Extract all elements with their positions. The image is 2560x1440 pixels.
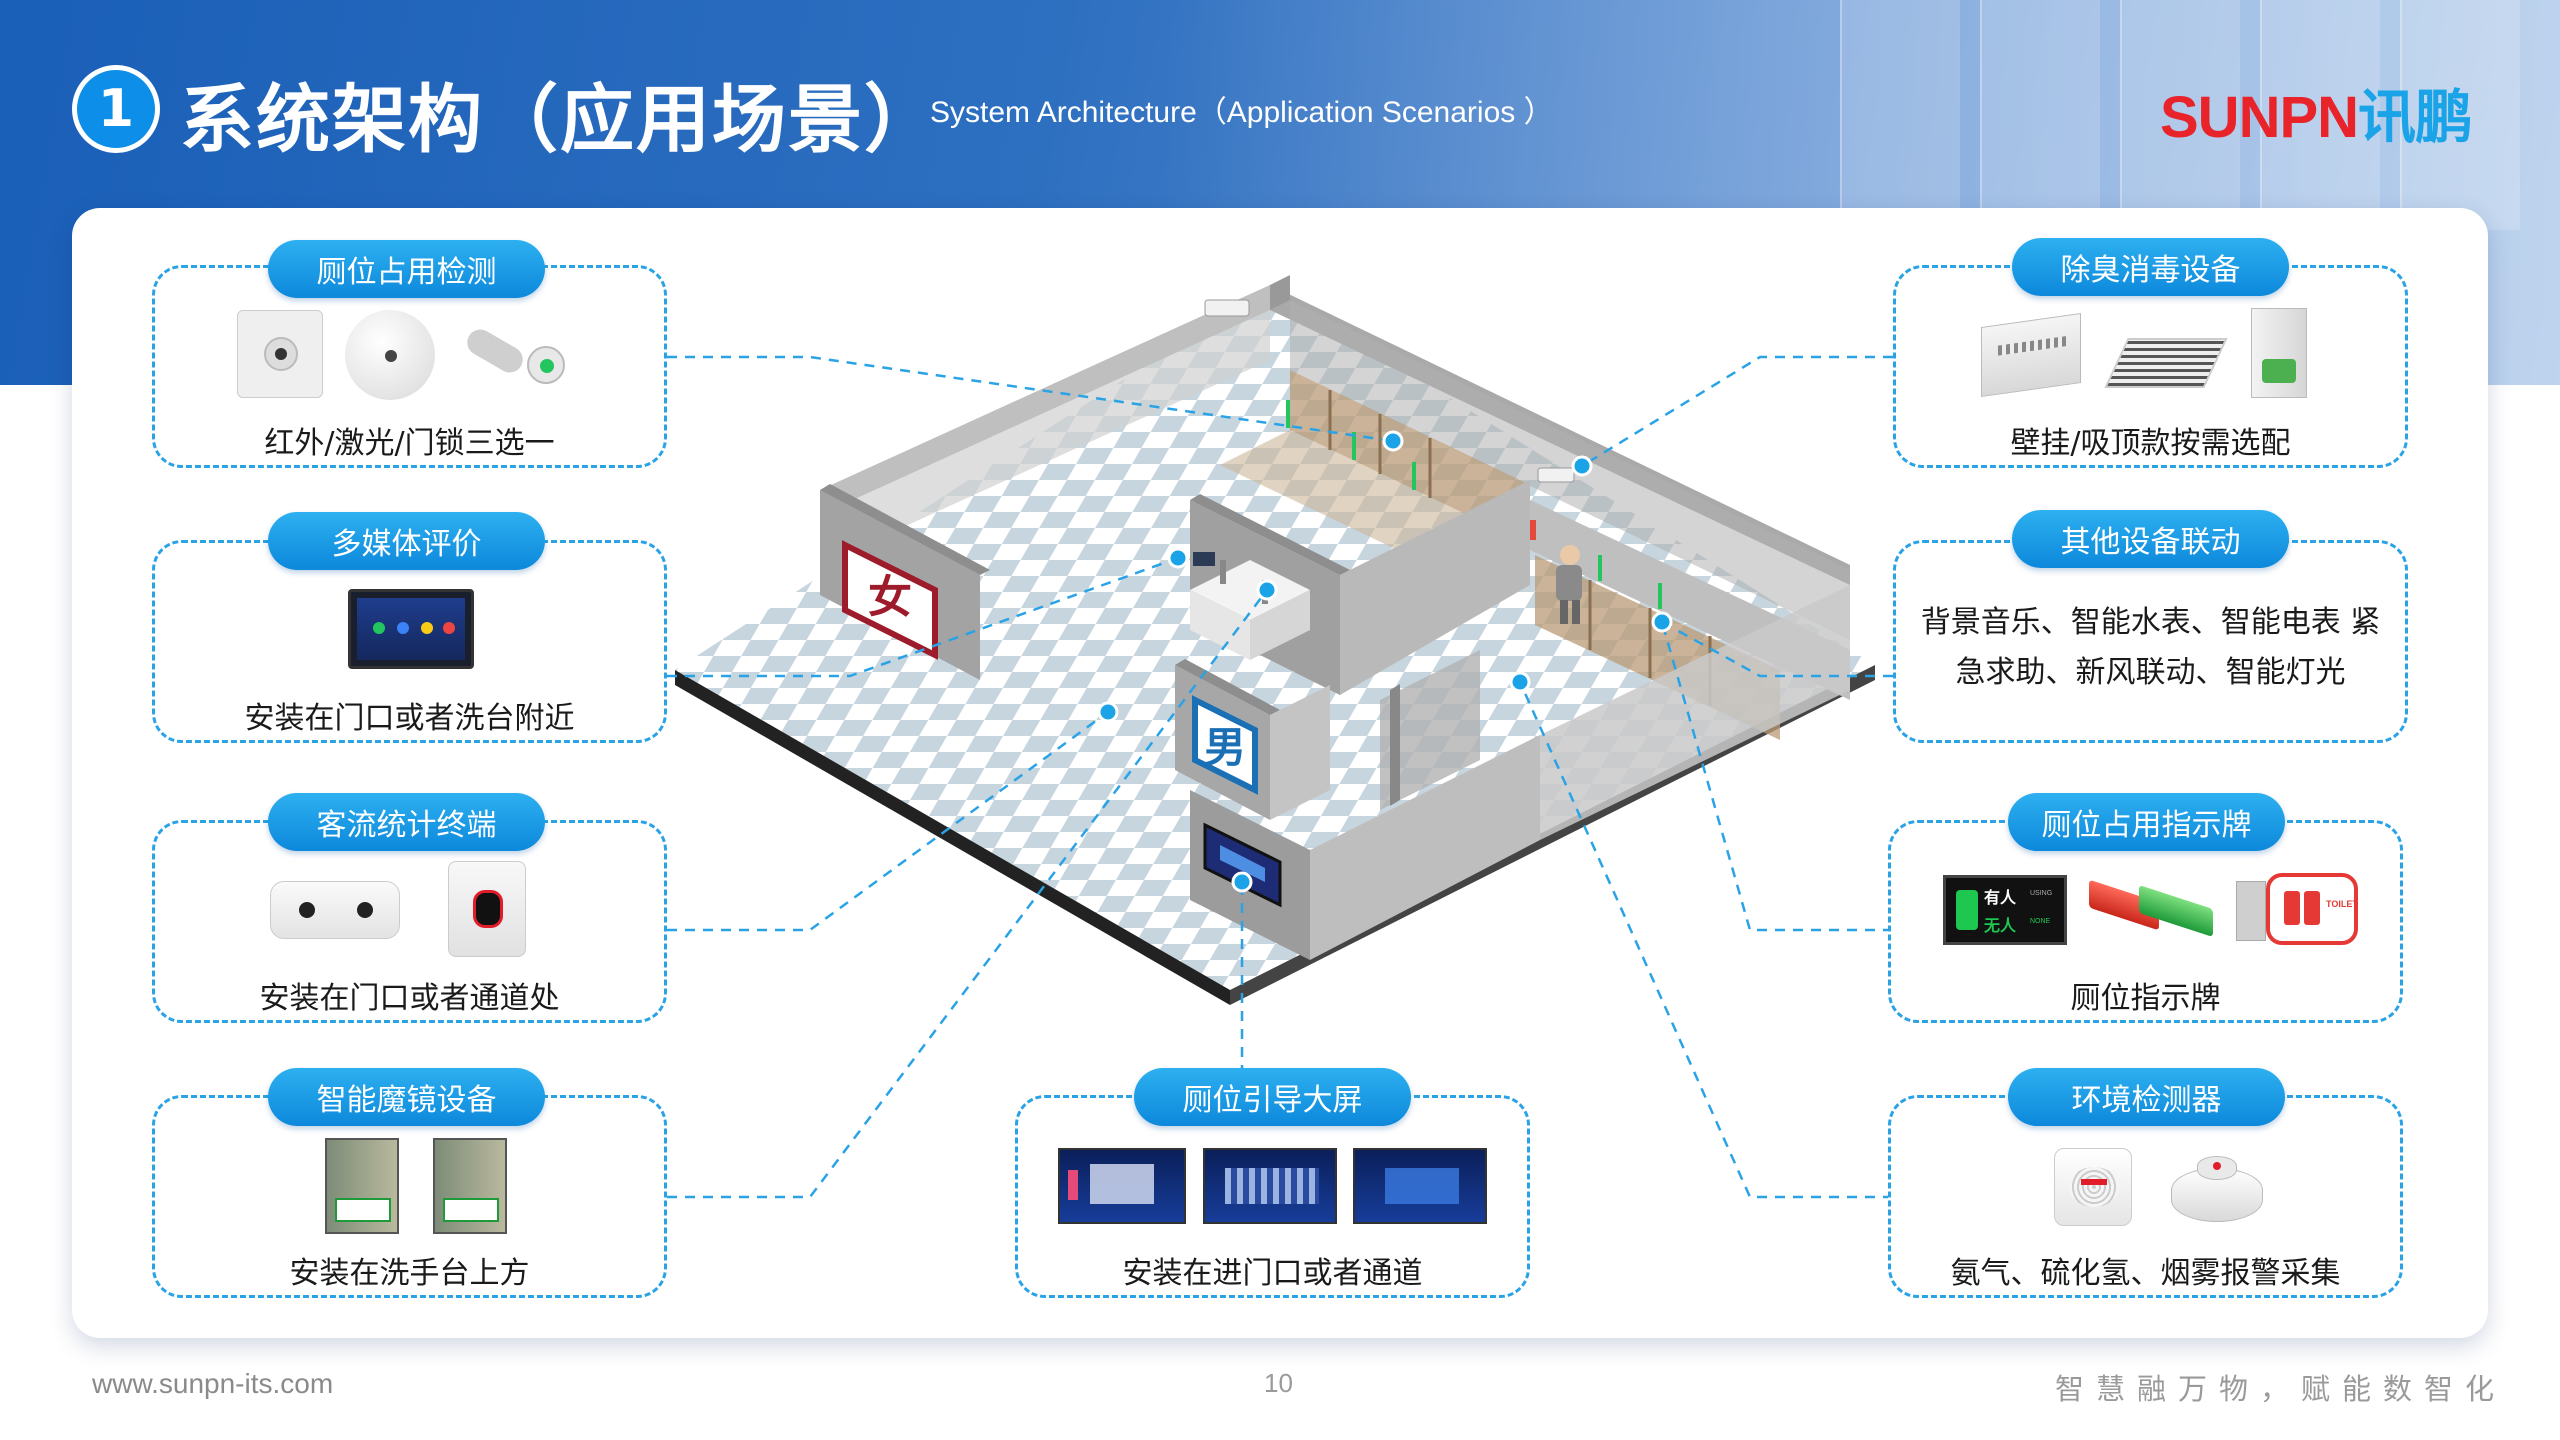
smart-mirror-image-1 [325,1138,399,1234]
label-multimedia-evaluation: 多媒体评价 [268,512,545,570]
header-photo-door [2260,0,2380,230]
sink-counter [1190,560,1310,660]
gas-detector-image [2054,1148,2132,1226]
wall-deodorizer-image [1981,312,2081,398]
header-photo-door [1980,0,2100,230]
svg-text:男: 男 [1204,723,1246,772]
box-occupancy-detection: 红外/激光/门锁三选一 [152,265,667,468]
person-icon [1956,890,1978,930]
connector-deodorize [1581,355,1893,468]
smoke-detector-image [2171,1156,2263,1222]
label-occupancy-sign: 厕位占用指示牌 [2008,793,2285,851]
page-subtitle: System Architecture（Application Scenario… [930,96,1554,129]
box-smart-mirror: 安装在洗手台上方 [152,1095,667,1298]
label-guide-screen: 厕位引导大屏 [1134,1068,1411,1126]
label-other-linkage: 其他设备联动 [2012,510,2289,568]
front-walls [1190,585,1850,960]
infrared-sensor-lens [264,337,298,371]
flow-counter-camera-image [270,881,400,939]
sign-using-text: USING [2030,890,2053,897]
caption-multimedia-evaluation: 安装在门口或者洗台附近 [244,701,575,736]
flow-counter-terminal-image [448,861,526,957]
connector-other [1661,620,1893,678]
box-guide-screen: 安装在进门口或者通道 [1015,1095,1530,1298]
box-other-linkage: 背景音乐、智能水表、智能电表 紧急求助、新风联动、智能灯光 [1893,540,2408,743]
connector-mirror [667,589,1268,1199]
door-lock-sensor-image [462,324,565,388]
label-environment-detector: 环境检测器 [2008,1068,2285,1126]
red-green-led-bar-image [2089,879,2213,938]
label-occupancy-detection: 厕位占用检测 [268,240,545,298]
page-title: 系统架构（应用场景） [180,77,940,163]
caption-occupancy-detection: 红外/激光/门锁三选一 [264,426,555,461]
sign-vacant-text: 无人 [1984,916,2017,935]
scene-guide-screen [1203,822,1282,908]
toilet-indicator-sign-image: TOILET [2236,871,2358,947]
occupied-indicator-sign: 有人 USING 无人 NONE [1943,875,2067,945]
guide-screen-image-1 [1058,1148,1186,1224]
box-multimedia-evaluation: 安装在门口或者洗台附近 [152,540,667,743]
guide-screen-image-2 [1203,1148,1337,1224]
label-smart-mirror: 智能魔镜设备 [268,1068,545,1126]
caption-guide-screen: 安装在进门口或者通道 [1122,1256,1423,1291]
header-photo-door [2400,0,2520,230]
header-photo-door [2120,0,2240,230]
caption-smart-mirror: 安装在洗手台上方 [289,1256,530,1291]
footer-website: www.sunpn-its.com [92,1368,334,1399]
caption-occupancy-sign: 厕位指示牌 [2070,981,2221,1016]
infrared-sensor-image [237,310,323,398]
logo-brand-text: SUNPN [2160,85,2359,150]
guide-screen-image-3 [1353,1148,1487,1224]
caption-environment-detector: 氨气、硫化氢、烟雾报警采集 [1950,1256,2341,1291]
evaluation-tablet-image [348,589,474,669]
toilet-sign-text: TOILET [2326,899,2358,909]
box-flow-counter: 安装在门口或者通道处 [152,820,667,1023]
box-occupancy-sign: 有人 USING 无人 NONE TOILET 厕位指示牌 [1888,820,2403,1023]
cabinet-deodorizer-image [2251,308,2307,398]
male-restroom-sign: 男 [1192,695,1258,795]
box-deodorize: 壁挂/吸顶款按需选配 [1893,265,2408,468]
laser-sensor-image [345,310,435,400]
person-figure [1556,545,1582,624]
ceiling-deodorizer-image [2104,323,2228,393]
connection-dots [1097,430,1673,893]
sign-none-text: NONE [2030,918,2051,925]
smart-mirror-image-2 [433,1138,507,1234]
wall-mounted-sensors [1193,299,1575,566]
connector-multimedia [667,556,1179,678]
connector-lines [667,355,1893,1199]
header-photo-door [1840,0,1960,230]
floor-edge-left [675,670,1230,1005]
sign-occupied-text: 有人 [1984,888,2017,907]
label-flow-counter: 客流统计终端 [268,793,545,851]
female-restroom-sign: 女 [842,540,938,660]
logo-cn-text: 讯鹏 [2358,85,2473,150]
label-deodorize: 除臭消毒设备 [2012,238,2289,296]
section-number-badge: 1 [72,65,160,153]
caption-flow-counter: 安装在门口或者通道处 [259,981,560,1016]
caption-deodorize: 壁挂/吸顶款按需选配 [2010,426,2291,461]
footer-page-number: 10 [1264,1368,1293,1398]
svg-text:女: 女 [868,572,912,623]
brand-logo: SUNPN讯鹏 [2160,70,2473,154]
caption-other-linkage: 背景音乐、智能水表、智能电表 紧急求助、新风联动、智能灯光 [1920,605,2381,690]
box-environment-detector: 氨气、硫化氢、烟雾报警采集 [1888,1095,2403,1298]
footer-slogan: 智慧融万物，赋能数智化 [2055,1372,2507,1406]
